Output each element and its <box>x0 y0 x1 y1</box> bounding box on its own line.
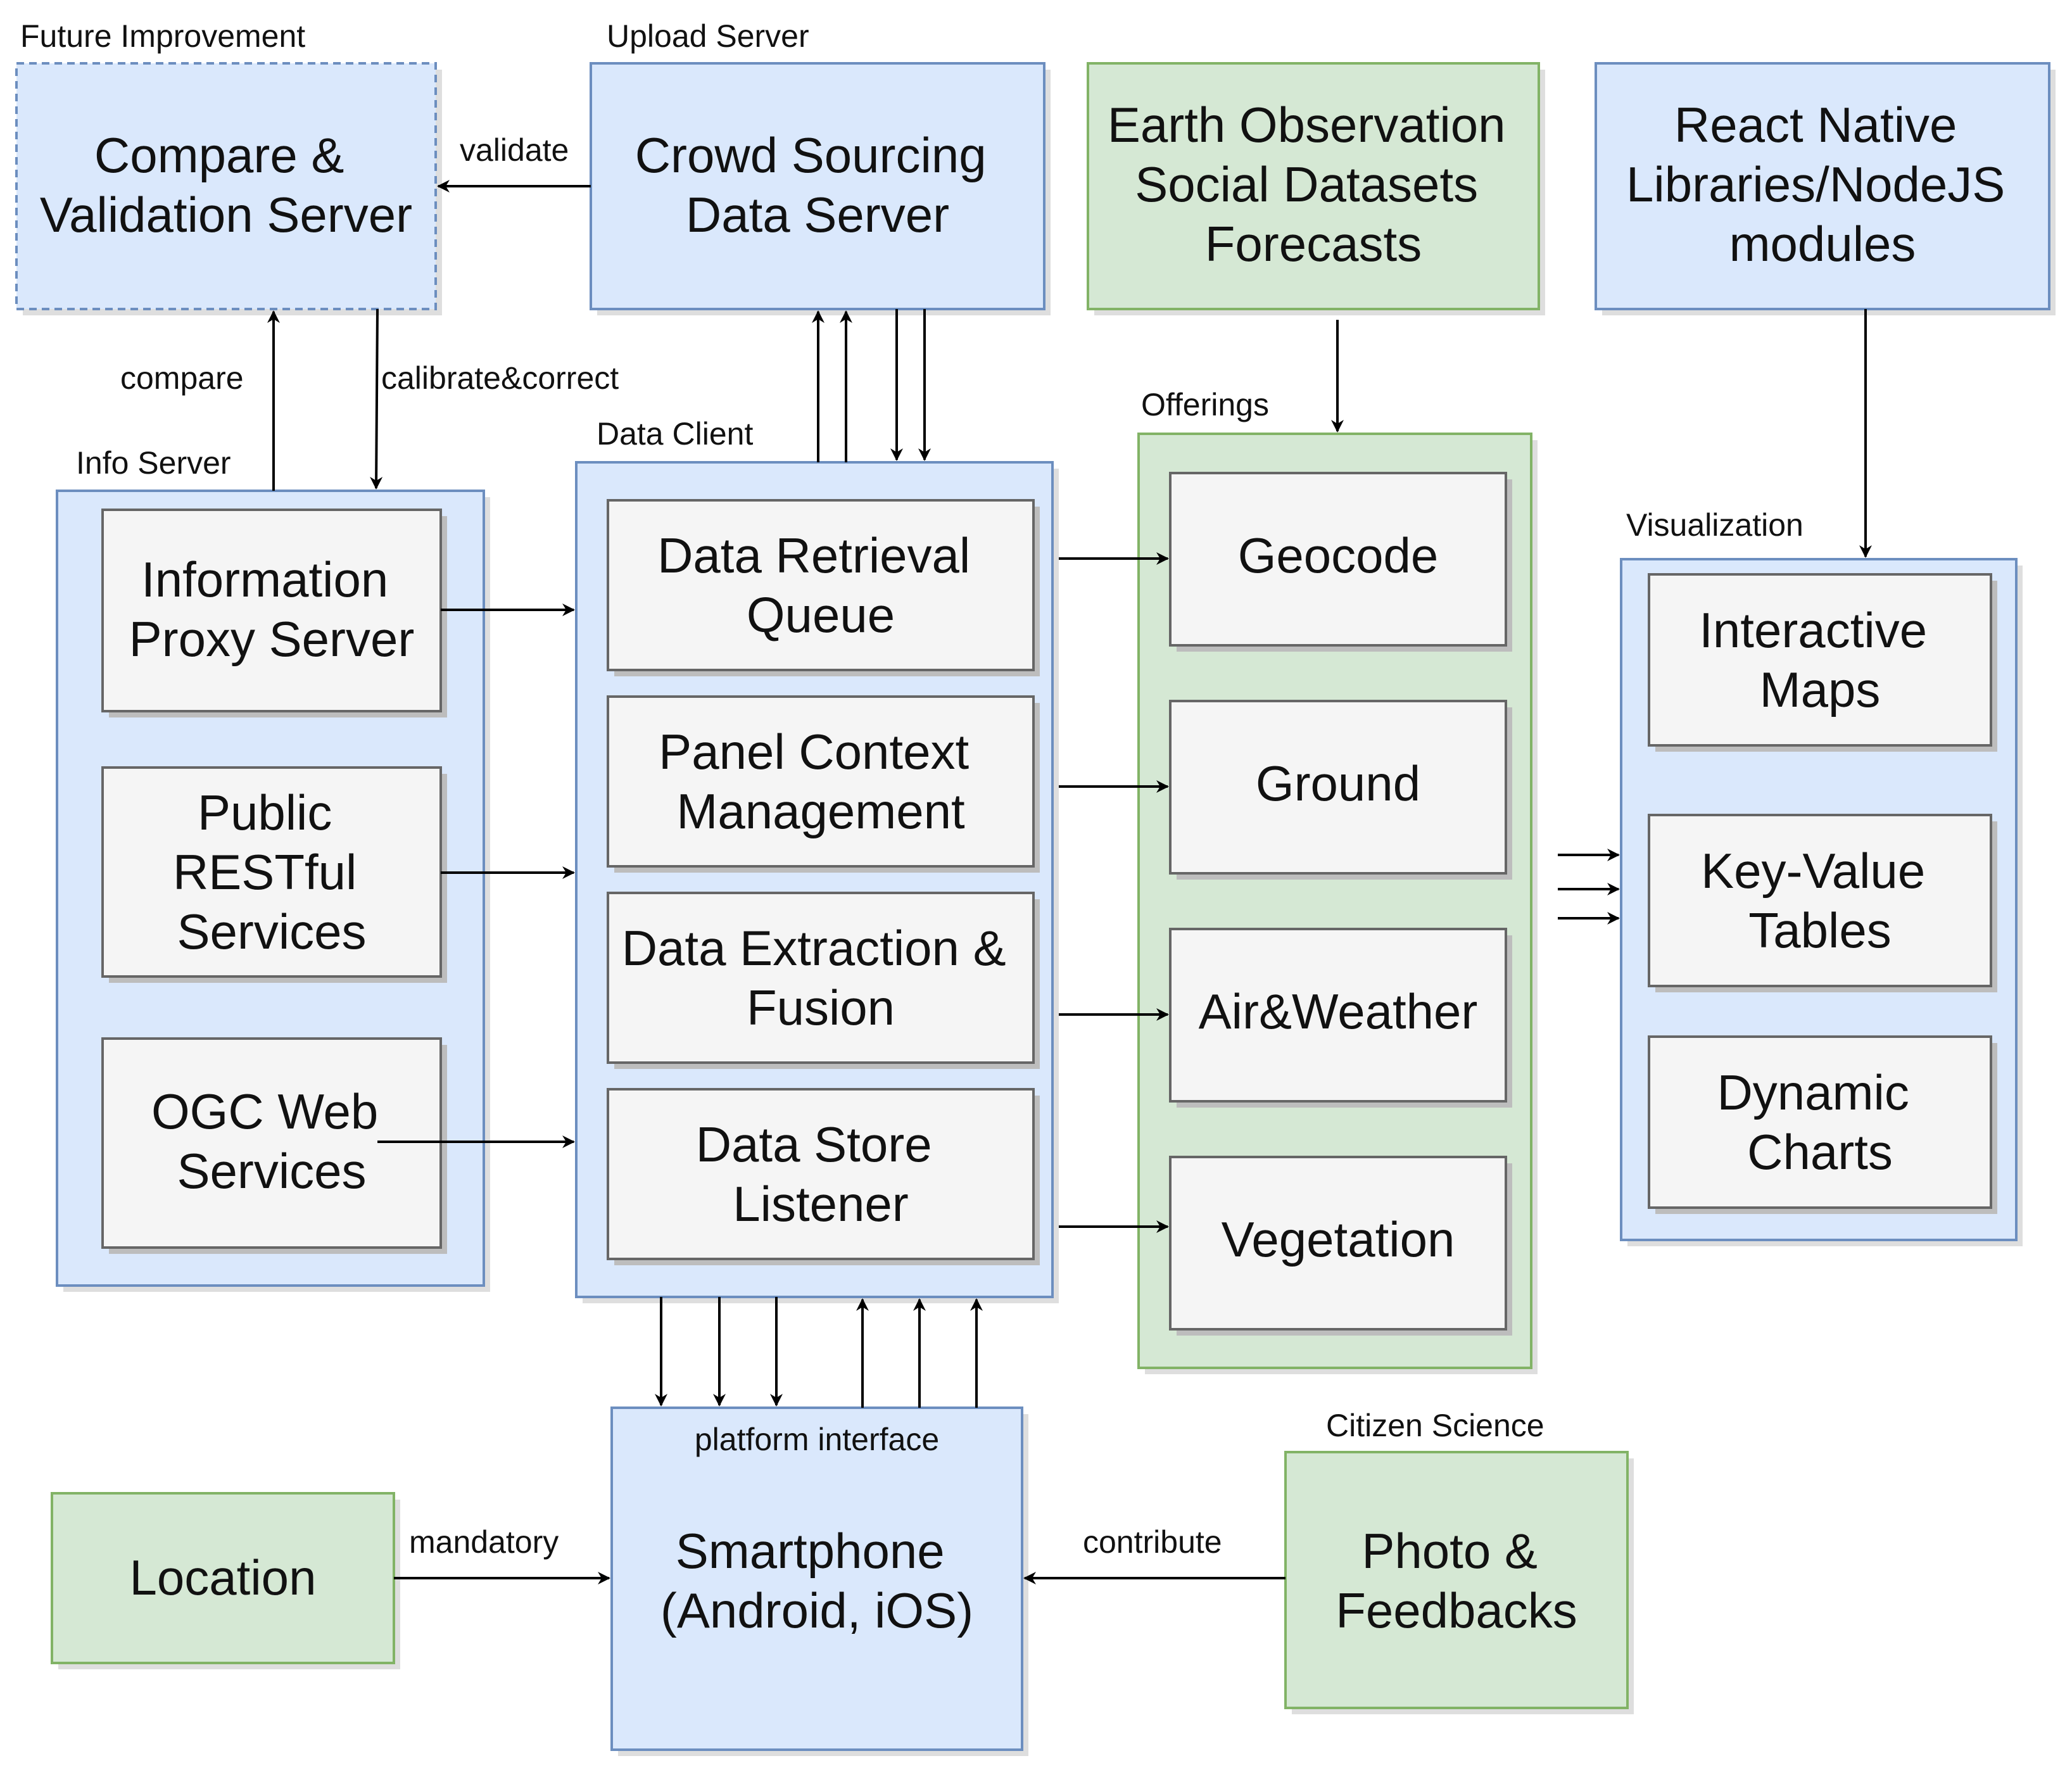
crowd-sourcing-label: Crowd Sourcing Data Server <box>635 127 1001 243</box>
group-label-citizen: Citizen Science <box>1326 1408 1545 1443</box>
data-store-box <box>607 1088 1035 1260</box>
panel-context-box <box>607 695 1035 868</box>
information-proxy-label: Information Proxy Server <box>129 552 415 667</box>
compare-validation-box <box>15 62 437 310</box>
dynamic-charts-label: Dynamic Charts <box>1717 1065 1923 1180</box>
photo-feedbacks-box <box>1284 1451 1629 1709</box>
panel-context-label: Panel Context Management <box>659 724 983 839</box>
data-store-label: Data Store Listener <box>696 1116 946 1232</box>
geocode-label: Geocode <box>1238 528 1439 583</box>
ground-box <box>1169 700 1507 875</box>
geocode-box <box>1169 472 1507 647</box>
data-retrieval-label: Data Retrieval Queue <box>657 528 984 643</box>
interactive-maps-label: Interactive Maps <box>1699 602 1941 717</box>
location-label: Location <box>130 1550 317 1605</box>
air-weather-label: Air&Weather <box>1199 983 1478 1039</box>
interactive-maps-box <box>1648 573 1992 747</box>
public-restful-box <box>101 766 442 978</box>
ogc-web-label: OGC Web Services <box>151 1084 392 1199</box>
react-native-box <box>1595 62 2050 310</box>
edges <box>267 180 1872 1584</box>
ground-label: Ground <box>1256 755 1420 811</box>
dynamic-charts-box <box>1648 1035 1992 1209</box>
information-proxy-box <box>101 509 442 712</box>
group-label-future: Future Improvement <box>20 18 305 54</box>
group-label-offerings: Offerings <box>1141 387 1269 422</box>
photo-feedbacks-label: Photo & Feedbacks <box>1336 1523 1577 1638</box>
group-future-improvement <box>15 62 442 315</box>
edge-calibrate <box>370 308 383 490</box>
edge-label-calibrate: calibrate&correct <box>381 360 619 396</box>
vegetation-box <box>1169 1156 1507 1331</box>
react-native-label: React Native Libraries/NodeJS modules <box>1626 97 2019 272</box>
edge-label-contribute: contribute <box>1083 1524 1222 1560</box>
vegetation-label: Vegetation <box>1222 1211 1455 1267</box>
smartphone-label: Smartphone (Android, iOS) <box>660 1523 973 1638</box>
air-weather-box <box>1169 928 1507 1103</box>
smartphone-caption: platform interface <box>695 1422 939 1457</box>
group-upload-server <box>590 62 1051 315</box>
group-label-info: Info Server <box>76 445 231 481</box>
location-box <box>51 1492 395 1664</box>
compare-validation-label: Compare & Validation Server <box>40 127 412 243</box>
edge-label-compare: compare <box>120 360 244 396</box>
data-retrieval-box <box>607 499 1035 671</box>
key-value-box <box>1648 814 1992 987</box>
group-label-visualization: Visualization <box>1626 507 1804 543</box>
group-label-data-client: Data Client <box>597 416 753 452</box>
smartphone-box <box>610 1407 1023 1751</box>
edge-label-validate: validate <box>460 132 569 168</box>
group-react-native <box>1595 62 2056 315</box>
group-label-upload: Upload Server <box>607 18 809 54</box>
data-extraction-label: Data Extraction & Fusion <box>622 920 1020 1035</box>
crowd-sourcing-box <box>590 62 1045 310</box>
edge-label-mandatory: mandatory <box>409 1524 559 1560</box>
key-value-label: Key-Value Tables <box>1701 843 1939 958</box>
earth-observation-box <box>1087 62 1540 310</box>
group-earth-observation <box>1087 62 1545 315</box>
earth-observation-label: Earth Observation Social Datasets Foreca… <box>1108 97 1519 272</box>
public-restful-label: Public RESTful Services <box>173 785 370 959</box>
data-extraction-box <box>607 892 1035 1064</box>
